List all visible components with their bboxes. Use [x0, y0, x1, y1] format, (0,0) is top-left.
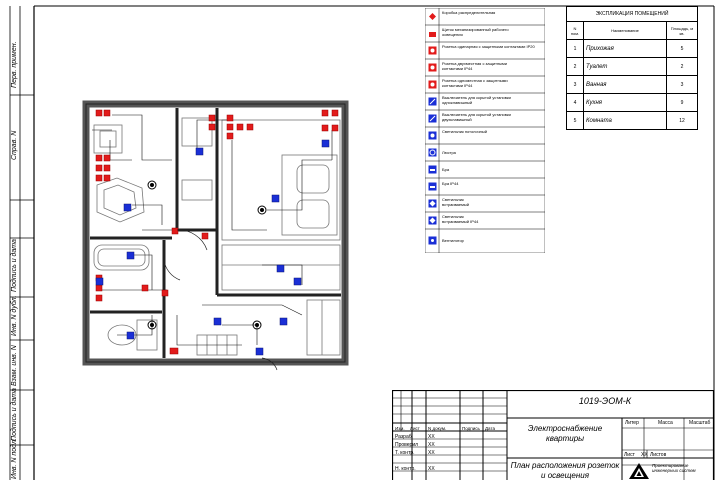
explication-header-area: Площадь, м кв. — [666, 21, 698, 40]
tb-doc-code: 1019-ЭОМ-К — [578, 396, 632, 406]
margin-label-inv-dubl: Инв. N дубл. — [11, 295, 18, 336]
tb-role-tkontr: Т. контр. — [395, 450, 415, 456]
legend-grid — [425, 8, 545, 253]
tb-col-data: Дата — [485, 426, 495, 431]
socket-ip20-icon — [428, 46, 437, 55]
socket-single-ip44-icon — [428, 80, 437, 89]
tb-col-ndok: N докум. — [428, 426, 447, 431]
panel-icon — [429, 32, 436, 37]
tb-stage-massa: Масса — [658, 420, 673, 426]
tb-role-razrab: Разраб. — [395, 434, 414, 440]
socket-double-ip44-icon — [428, 63, 437, 72]
tb-section-title: Электроснабжение квартиры — [527, 424, 603, 443]
cell-n: 1 — [566, 39, 584, 58]
company-logo-icon — [629, 463, 649, 479]
tb-col-izm: Изм. — [395, 426, 405, 431]
margin-label-perv-primen: Перв. примен. — [11, 41, 18, 88]
legend-text-5: Розетка одноместная с защитными контакта… — [442, 78, 508, 88]
legend-text-9: Люстра — [442, 150, 456, 155]
tb-col-podp: Подпись — [462, 426, 480, 431]
chandelier-icon — [428, 148, 437, 157]
legend-text-7: Выключатель для скрытой установки двухкл… — [442, 112, 511, 122]
legend-text-10: Бра — [442, 167, 450, 172]
cell-n: 2 — [566, 57, 584, 76]
tb-col-list: Лист — [410, 426, 420, 431]
tb-role-proveril: Проверил — [395, 442, 419, 448]
legend-text-4: Розетка двухместная с защитными контакта… — [442, 61, 508, 71]
legend-text-1: Коробка распределительная — [442, 10, 496, 15]
legend-text-12: Светильник встраиваемый — [442, 197, 469, 207]
margin-label-inv-podl: Инв. N подл. — [11, 438, 18, 479]
tb-sheet-value: XX — [641, 452, 648, 458]
explication-header-name: Наименование — [583, 21, 667, 40]
legend-text-11: Бра IP44 — [442, 181, 459, 186]
tb-name-razrab: XX — [428, 434, 435, 440]
cell-area: 3 — [666, 75, 698, 94]
tb-sheet-title: План расположения розеток и освещения — [510, 461, 620, 480]
tb-stage-masshtab: Масштаб — [689, 420, 711, 426]
explication-title: ЭКСПЛИКАЦИЯ ПОМЕЩЕНИЙ — [566, 6, 698, 22]
switch-double-icon — [428, 114, 437, 123]
cell-n: 4 — [566, 93, 584, 112]
tb-sheet-label: Лист — [624, 452, 635, 458]
cell-name: Ванная — [583, 75, 667, 94]
tb-name-tkontr: XX — [428, 450, 435, 456]
title-block-grid — [392, 390, 714, 480]
ceiling-light-icon — [428, 131, 437, 140]
legend-text-2: Щиток механизированный рабочего освещени… — [442, 27, 509, 37]
legend-text-13: Светильник встраиваемый IP44 — [442, 214, 479, 224]
cell-area: 5 — [666, 39, 698, 58]
cell-area: 12 — [666, 111, 698, 130]
tb-stage-liter: Литер — [625, 420, 639, 426]
cell-area: 9 — [666, 93, 698, 112]
cell-n: 3 — [566, 75, 584, 94]
legend: Коробка распределительная Щиток механизи… — [425, 8, 545, 253]
tb-name-proveril: XX — [428, 442, 435, 448]
cell-name: Комната — [583, 111, 667, 130]
recessed-light-icon — [428, 199, 437, 208]
tb-name-nkontr: XX — [428, 466, 435, 472]
legend-text-8: Светильник потолочный — [442, 129, 487, 134]
margin-label-podp-data-2: Подпись и дата — [11, 388, 18, 441]
wall-lamp-icon — [428, 165, 437, 174]
margin-label-sprav: Справ. N — [11, 130, 18, 160]
legend-text-14: Вентилятор — [442, 238, 464, 243]
margin-label-podp-data-1: Подпись и дата — [11, 239, 18, 292]
legend-text-3: Розетка одинарная с защитными контактами… — [442, 44, 535, 49]
wall-lamp-ip44-icon — [428, 182, 437, 191]
junction-box-icon — [429, 13, 436, 20]
explication-table: ЭКСПЛИКАЦИЯ ПОМЕЩЕНИЙ N пом. Наименовани… — [566, 6, 698, 130]
switch-single-icon — [428, 97, 437, 106]
explication-header-n: N пом. — [566, 21, 584, 40]
fan-icon — [428, 236, 437, 245]
floor-plan — [82, 100, 349, 371]
recessed-light-ip44-icon — [428, 216, 437, 225]
tb-sheets-label: Листов — [650, 452, 667, 458]
cell-name: Кухня — [583, 93, 667, 112]
cell-area: 2 — [666, 57, 698, 76]
tb-role-nkontr: Н. контр. — [395, 466, 416, 472]
cell-n: 5 — [566, 111, 584, 130]
cell-name: Прихожая — [583, 39, 667, 58]
tb-org-text: Проектирование инженерных систем — [652, 463, 696, 473]
margin-label-vzam-inv: Взам. инв. N — [11, 345, 18, 386]
cell-name: Туалет — [583, 57, 667, 76]
legend-text-6: Выключатель для скрытой установки однокл… — [442, 95, 511, 105]
